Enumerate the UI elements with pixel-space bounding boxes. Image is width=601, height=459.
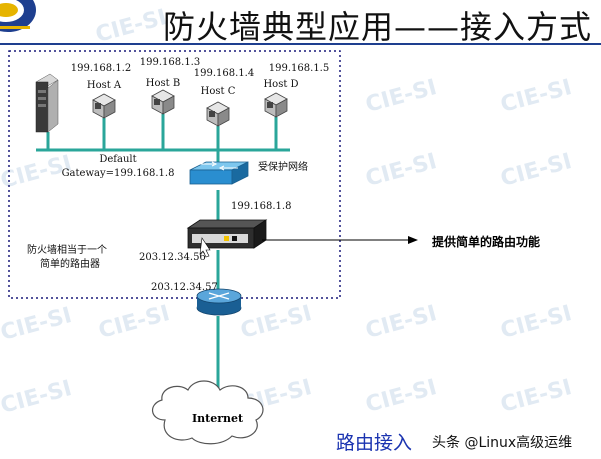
routing-callout: 提供简单的路由功能 xyxy=(432,235,541,249)
logo-icon xyxy=(0,0,36,32)
footer-credit: 头条 @Linux高级运维 xyxy=(432,435,573,451)
firewall-icon xyxy=(186,219,268,258)
router-ip: 203.12.34.57 xyxy=(151,282,218,293)
firewall-note-line2: 简单的路由器 xyxy=(40,259,100,270)
router-icon xyxy=(196,288,242,316)
protected-network-label: 受保护网络 xyxy=(258,162,308,173)
host-c-ip: 199.168.1.4 xyxy=(193,68,255,79)
host-b-ip: 199.168.1.3 xyxy=(139,57,201,68)
protected-network-boundary xyxy=(8,50,341,299)
host-d-name: Host D xyxy=(263,79,299,90)
host-a-name: Host A xyxy=(86,80,122,91)
server-icon xyxy=(35,73,59,133)
host-c-icon xyxy=(206,101,230,127)
host-d-ip: 199.168.1.5 xyxy=(268,63,330,74)
host-a-icon xyxy=(92,93,116,119)
internet-cloud-icon xyxy=(152,380,264,445)
host-a-ip: 199.168.1.2 xyxy=(70,63,132,74)
host-c-name: Host C xyxy=(200,86,236,97)
switch-icon xyxy=(189,161,249,185)
firewall-note-line1: 防火墙相当于一个 xyxy=(27,245,107,256)
host-d-icon xyxy=(264,92,288,118)
footer-title: 路由接入 xyxy=(336,432,413,454)
gateway-label: Default xyxy=(99,154,137,165)
internet-label: Internet xyxy=(192,412,244,425)
host-b-icon xyxy=(151,89,175,115)
host-b-name: Host B xyxy=(145,78,181,89)
callout-arrowhead xyxy=(408,236,418,244)
gateway-address: Gateway=199.168.1.8 xyxy=(61,168,175,179)
firewall-inside-ip: 199.168.1.8 xyxy=(231,201,292,212)
firewall-outside-ip: 203.12.34.56 xyxy=(139,252,206,263)
page-title: 防火墙典型应用——接入方式 xyxy=(163,8,593,46)
